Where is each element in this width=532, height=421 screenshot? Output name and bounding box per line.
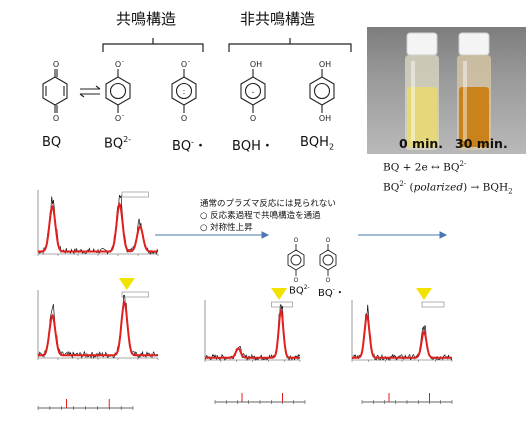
label-bqh2: BQH2 [300, 135, 335, 152]
svg-text:O: O [326, 277, 331, 284]
vials-photo: 0 min. 30 min. [367, 27, 526, 154]
photo-caption-0min: 0 min. [399, 136, 444, 151]
timeline-1 [37, 399, 134, 410]
note-item-1: ○ 反応素過程で共鳴構造を通過 [200, 211, 321, 221]
peak-marker [118, 278, 135, 290]
spectrum-trace [37, 295, 158, 360]
label-bq2: BQ2- [104, 135, 132, 152]
fit-trace [38, 201, 158, 253]
peak-marker [416, 288, 432, 300]
svg-text:O: O [326, 237, 331, 244]
svg-text:O: O [115, 114, 121, 123]
svg-text:O: O [53, 60, 59, 69]
fit-trace [352, 312, 452, 359]
fit-trace [38, 299, 158, 357]
svg-text:OH: OH [319, 114, 331, 123]
photo-caption-30min: 30 min. [455, 136, 508, 151]
spectrum-panel-2 [37, 278, 159, 360]
label-bq: BQ [42, 135, 62, 150]
label-bq-radical: BQ-・ [172, 137, 208, 154]
non-resonance-header: 非共鳴構造 [240, 10, 316, 28]
bq-structure [42, 69, 68, 113]
legend-box [421, 301, 445, 308]
svg-text:O: O [181, 114, 187, 123]
equilibrium-arrow [79, 85, 101, 98]
fit-trace [205, 307, 300, 359]
legend-box [121, 191, 149, 198]
note-title: 通常のプラズマ反応には見られない [200, 199, 336, 209]
mini-structures: O O O O [287, 237, 337, 284]
molecule-structures: O O O - O - O - O : OH O . OH OH [42, 58, 335, 123]
vials-illustration [405, 32, 491, 150]
bq2-structure [105, 69, 131, 113]
legend-box [271, 301, 293, 308]
spectrum-panel-3 [204, 288, 301, 362]
spectrum-panel-4 [351, 288, 453, 362]
legend-box [121, 291, 149, 298]
svg-text:O: O [294, 277, 299, 284]
bq-radical-structure [171, 69, 197, 113]
svg-text:OH: OH [250, 60, 262, 69]
equation-reduction: BQ + 2e ↔ BQ2- [383, 160, 467, 174]
timeline-3 [361, 393, 453, 404]
spectrum-panel-1 [37, 190, 159, 256]
resonance-header: 共鳴構造 [116, 10, 177, 28]
bqh-structure [240, 69, 266, 113]
note-item-2: ○ 対称性上昇 [200, 223, 253, 233]
svg-text::: : [183, 87, 186, 96]
bqh2-structure [309, 69, 335, 113]
svg-text:O: O [181, 60, 187, 69]
equation-polarized: BQ2- (polarized) → BQH2 [383, 180, 513, 196]
svg-text:-: - [122, 112, 124, 119]
svg-text:-: - [122, 58, 124, 65]
header-brackets [102, 38, 352, 52]
svg-text:O: O [53, 114, 59, 123]
svg-text:-: - [188, 58, 190, 65]
svg-text:O: O [294, 237, 299, 244]
mini-label-bq2: BQ2- [289, 284, 310, 297]
mini-label-bq-radical: BQ-・ [318, 286, 345, 299]
peak-marker [271, 288, 288, 300]
timeline-2 [214, 393, 306, 404]
svg-text:O: O [250, 114, 256, 123]
svg-text:.: . [251, 85, 254, 96]
label-bqh: BQH・ [232, 139, 274, 154]
svg-text:O: O [115, 60, 121, 69]
svg-text:OH: OH [319, 60, 331, 69]
